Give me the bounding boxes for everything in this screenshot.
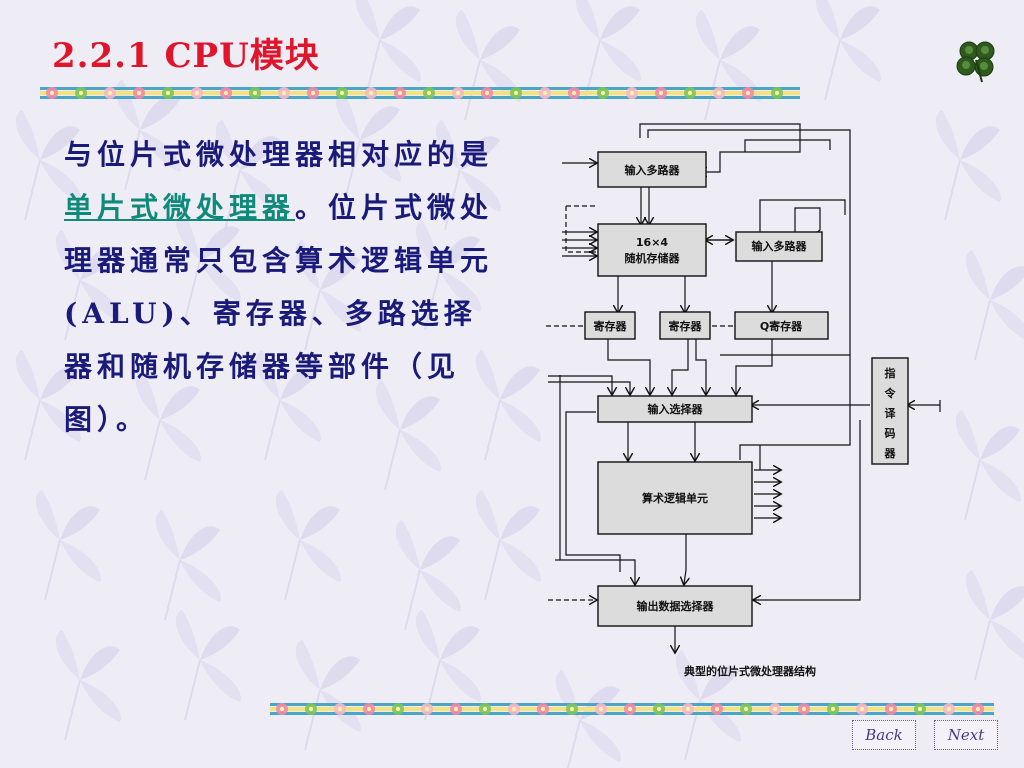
border-bead-center <box>50 91 54 95</box>
top-input-mux-label: 输入多路器 <box>625 163 681 177</box>
input-selector-label: 输入选择器 <box>648 402 704 416</box>
border-bead-center <box>425 707 429 711</box>
top-decorative-border <box>40 87 800 99</box>
clover-icon <box>956 41 995 83</box>
single-chip-microprocessor-link[interactable]: 单片式微处理器 <box>64 191 296 224</box>
border-bead-center <box>628 707 632 711</box>
border-bead-center <box>570 707 574 711</box>
border-bead-center <box>746 91 750 95</box>
input-selector-block <box>597 395 753 423</box>
border-bead-center <box>831 707 835 711</box>
border-bead-center <box>282 91 286 95</box>
diagram-caption: 典型的位片式微处理器结构 <box>684 664 816 678</box>
border-bead-center <box>137 91 141 95</box>
body-text-prefix: 与位片式微处理器相对应的是 <box>64 138 494 171</box>
border-bead-center <box>775 91 779 95</box>
right-input-mux-label: 输入多路器 <box>752 239 808 253</box>
decoder-label-1: 指 <box>885 366 896 380</box>
border-bead-center <box>889 707 893 711</box>
decoder-label-4: 码 <box>885 427 896 440</box>
border-bead-center <box>541 707 545 711</box>
border-bead-center <box>659 91 663 95</box>
border-bead-center <box>860 707 864 711</box>
border-bead-center <box>485 91 489 95</box>
back-button[interactable]: Back <box>852 720 916 750</box>
alu-label: 算术逻辑单元 <box>641 491 708 505</box>
border-bead-center <box>108 91 112 95</box>
border-bead-center <box>686 707 690 711</box>
bottom-decorative-border <box>270 703 994 715</box>
border-bead-center <box>483 707 487 711</box>
border-bead-center <box>338 707 342 711</box>
top-input-mux-block <box>597 151 707 188</box>
right-input-mux-block <box>735 231 823 262</box>
border-bead-center <box>398 91 402 95</box>
border-bead-center <box>601 91 605 95</box>
instruction-decoder-block <box>871 357 909 465</box>
border-bead-center <box>195 91 199 95</box>
border-bead-center <box>512 707 516 711</box>
register-b-label: 寄存器 <box>669 319 703 333</box>
body-text: 与位片式微处理器相对应的是单片式微处理器。位片式微处理器通常只包含算术逻辑单元 … <box>64 128 504 446</box>
border-bead-center <box>340 91 344 95</box>
border-bead-center <box>456 91 460 95</box>
decoder-label-2: 令 <box>884 386 897 400</box>
next-button[interactable]: Next <box>934 720 998 750</box>
output-selector-block <box>597 585 753 627</box>
decoder-label-3: 译 <box>885 407 897 420</box>
border-bead-center <box>947 707 951 711</box>
border-bead-center <box>802 707 806 711</box>
border-bead-center <box>773 707 777 711</box>
body-text-suffix: 。位片式微处理器通常只包含算术逻辑单元 (ALU)、寄存器、多路选择器和随机存储… <box>64 191 494 436</box>
border-bead-center <box>715 707 719 711</box>
border-bead-center <box>311 91 315 95</box>
border-bead-center <box>717 91 721 95</box>
bit-slice-microprocessor-diagram: 输入多路器 16×4 随机存储器 输入多路器 寄存器 寄存器 Q寄存器 指 令 … <box>546 123 941 678</box>
border-bead-center <box>309 707 313 711</box>
border-bead-center <box>280 707 284 711</box>
ram-size-label: 16×4 <box>636 236 669 249</box>
border-bead-center <box>369 91 373 95</box>
register-b-block <box>659 311 711 340</box>
border-bead-center <box>918 707 922 711</box>
border-bead-center <box>427 91 431 95</box>
border-bead-center <box>543 91 547 95</box>
border-bead-center <box>514 91 518 95</box>
border-bead-center <box>688 91 692 95</box>
border-bead-center <box>79 91 83 95</box>
border-bead-center <box>572 91 576 95</box>
ram-block <box>597 223 707 277</box>
ram-label: 随机存储器 <box>625 251 681 265</box>
border-bead-center <box>744 707 748 711</box>
border-bead-center <box>657 707 661 711</box>
border-bead-center <box>367 707 371 711</box>
q-register-block <box>734 311 829 340</box>
slide-title: 2.2.1 CPU模块 <box>52 36 320 76</box>
border-bead-center <box>630 91 634 95</box>
register-a-block <box>584 311 636 340</box>
border-bead-center <box>976 707 980 711</box>
border-bead-center <box>454 707 458 711</box>
register-a-label: 寄存器 <box>594 319 628 333</box>
decoder-label-5: 器 <box>884 447 897 460</box>
q-register-label: Q寄存器 <box>760 319 803 333</box>
border-bead-center <box>224 91 228 95</box>
output-selector-label: 输出数据选择器 <box>637 599 715 613</box>
border-bead-center <box>599 707 603 711</box>
border-bead-center <box>253 91 257 95</box>
border-bead-center <box>166 91 170 95</box>
alu-block <box>597 461 753 535</box>
border-bead-center <box>396 707 400 711</box>
